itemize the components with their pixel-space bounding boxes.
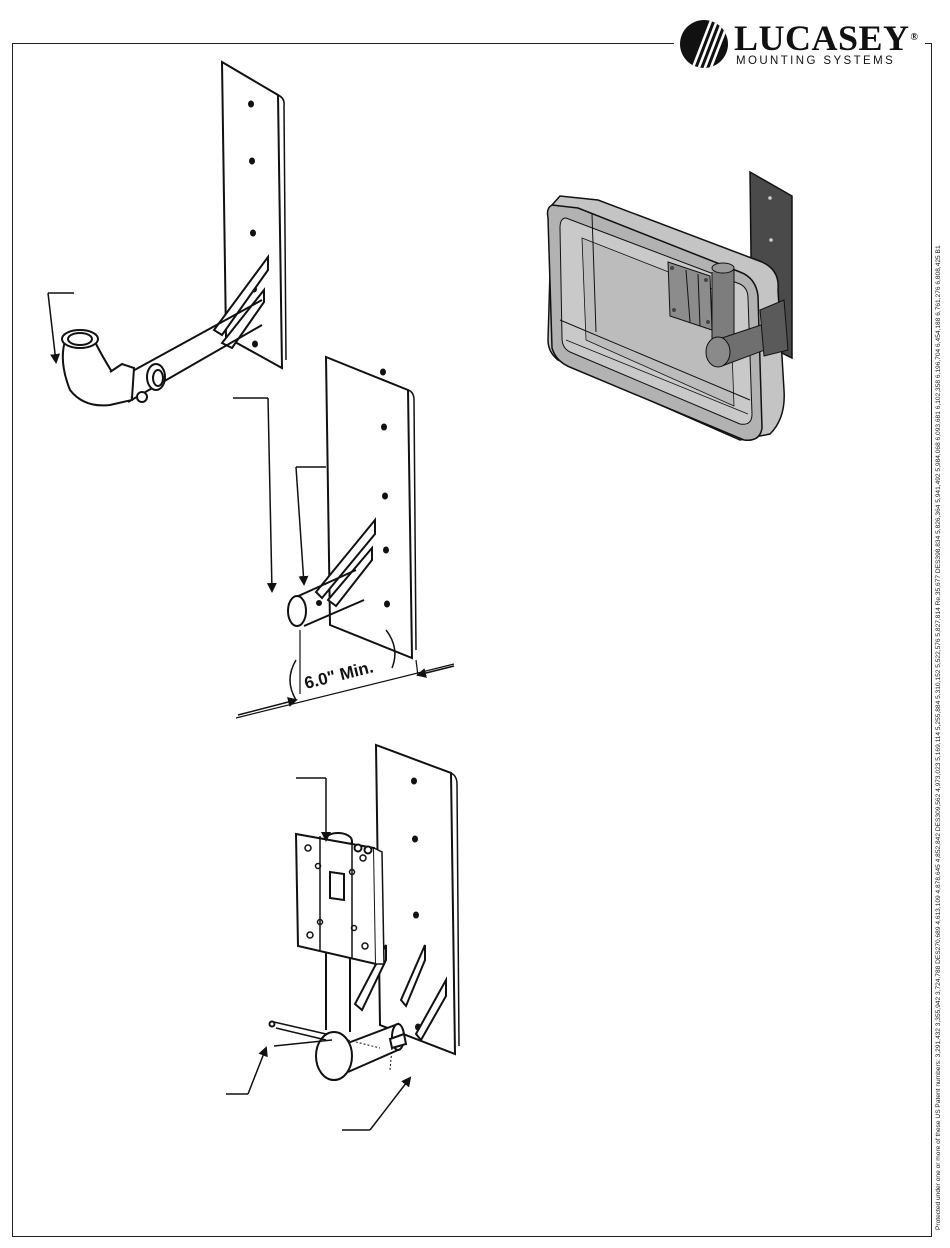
brand-logo: LUCASEY® MOUNTING SYSTEMS bbox=[674, 18, 925, 70]
figure-straight-tube bbox=[233, 355, 455, 719]
min-distance-label: 6.0" Min. bbox=[302, 657, 375, 692]
brand-tagline: MOUNTING SYSTEMS bbox=[736, 54, 896, 67]
drawing-frame bbox=[12, 43, 932, 1237]
figure-arm-with-elbow bbox=[47, 60, 287, 407]
striped-circle-logo-icon bbox=[680, 20, 728, 68]
figure-vertical-pole-bracket bbox=[226, 743, 460, 1131]
figure-assembled-monitor bbox=[546, 170, 793, 441]
brand-name: LUCASEY® bbox=[734, 17, 919, 58]
